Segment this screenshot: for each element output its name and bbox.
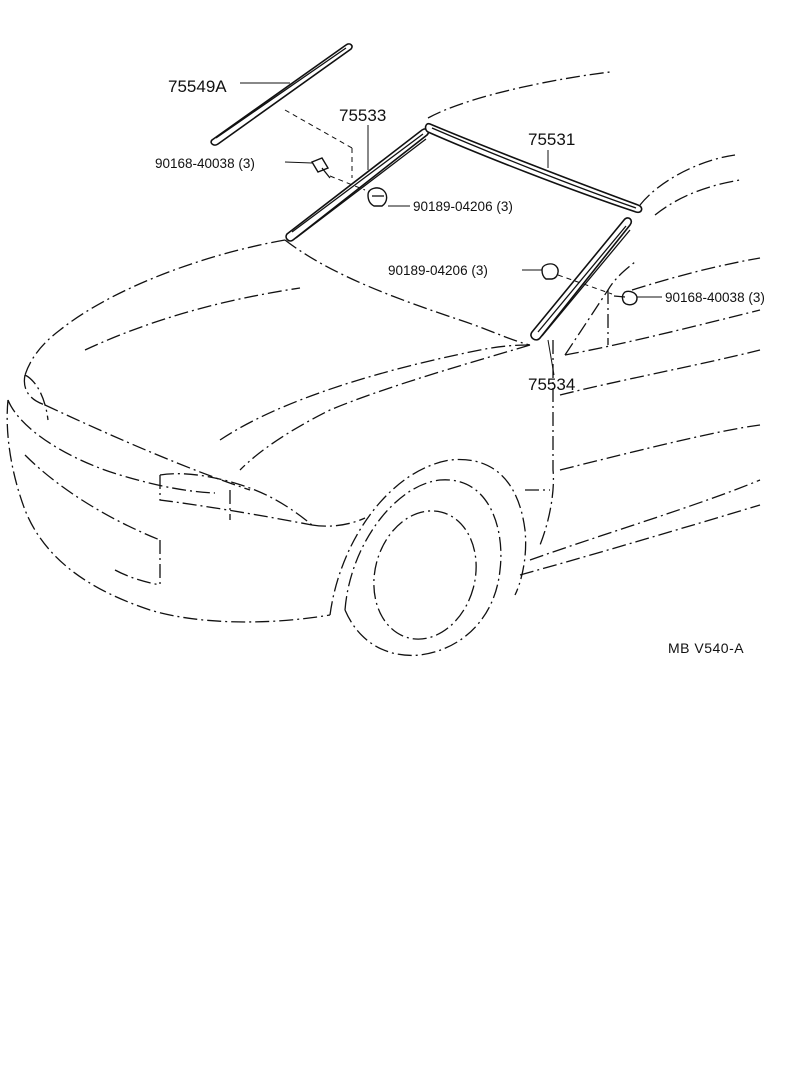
reference-code: MB V540-A: [668, 640, 744, 656]
clip-icon: [541, 263, 559, 280]
clip-icon: [367, 187, 388, 207]
molding-75549a: [210, 43, 353, 146]
molding-75533: [285, 128, 430, 242]
label-75549a: 75549A: [168, 77, 227, 96]
label-75534: 75534: [528, 375, 575, 394]
leader-lines: [240, 82, 662, 376]
label-screw-left: 90168-40038 (3): [155, 156, 255, 171]
label-screw-right: 90168-40038 (3): [665, 290, 765, 305]
molding-75534: [530, 217, 633, 341]
label-75533: 75533: [339, 106, 386, 125]
car-body-outline: [6, 71, 761, 657]
screw-icon: [310, 157, 331, 179]
label-clip-left: 90189-04206 (3): [413, 199, 513, 214]
label-75531: 75531: [528, 130, 575, 149]
screw-icon: [613, 290, 638, 306]
molding-75531: [424, 122, 643, 214]
label-clip-right: 90189-04206 (3): [388, 263, 488, 278]
